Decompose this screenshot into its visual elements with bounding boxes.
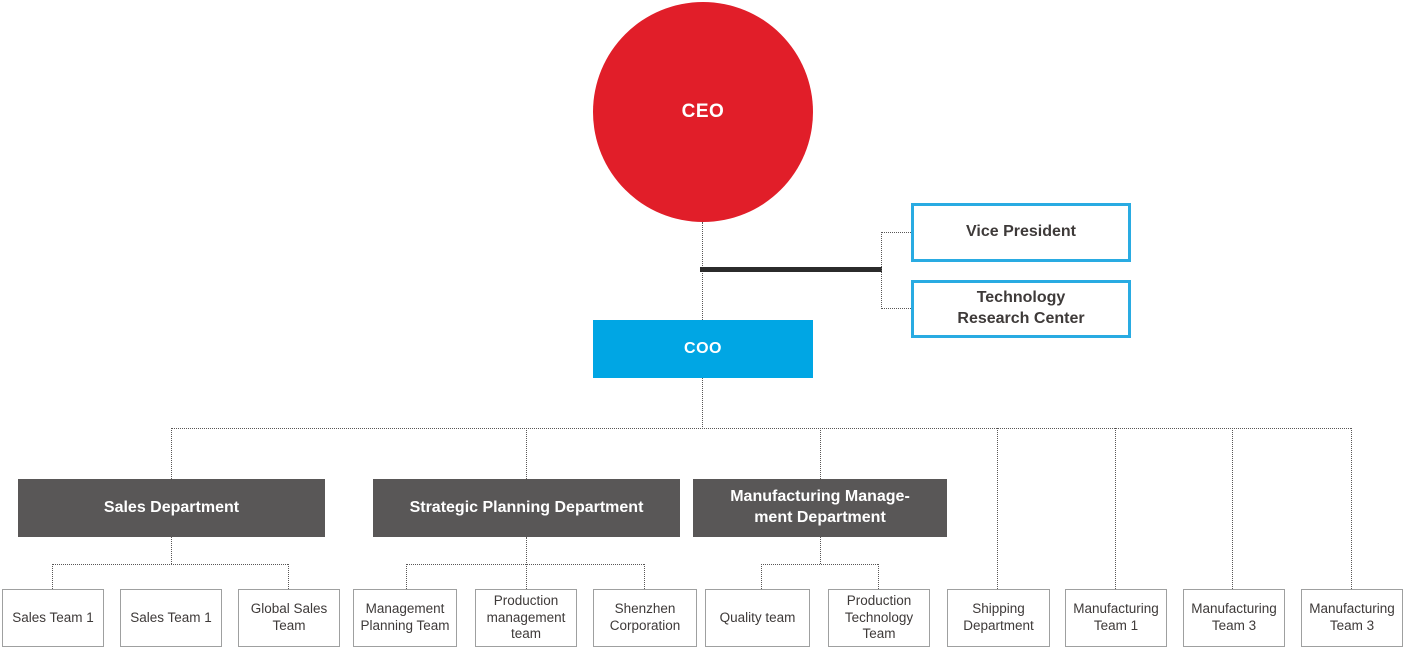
node-sales-team-1a[interactable]: Sales Team 1 — [2, 589, 104, 647]
node-sales-department-label: Sales Department — [103, 498, 240, 516]
connector-solid-branch — [700, 267, 882, 272]
node-sales-team-1b[interactable]: Sales Team 1 — [120, 589, 222, 647]
node-management-planning-team[interactable]: Management Planning Team — [353, 589, 457, 647]
node-coo[interactable]: COO — [593, 320, 813, 378]
node-vice-president-label: Vice President — [966, 223, 1076, 241]
node-sales-department[interactable]: Sales Department — [18, 479, 325, 537]
connector-drop-mfg-team-3b — [1351, 428, 1352, 589]
connector-drop-sales-dept — [171, 428, 172, 479]
team-label: Shenzhen Corporation — [609, 601, 681, 633]
connector-drop-strategic-dept — [526, 428, 527, 479]
node-manufacturing-team-1[interactable]: Manufacturing Team 1 — [1065, 589, 1167, 647]
node-ceo-label: CEO — [681, 101, 725, 122]
node-manufacturing-team-3b[interactable]: Manufacturing Team 3 — [1301, 589, 1403, 647]
connector-drop-mfg-team-3a — [1232, 428, 1233, 589]
connector-vp-bracket-bottom — [881, 308, 911, 309]
team-label: Sales Team 1 — [130, 609, 212, 625]
connector-sales-stem — [171, 537, 172, 564]
node-ceo[interactable]: CEO — [593, 2, 813, 222]
connector-mfg-stem — [820, 537, 821, 564]
team-label: Production management team — [486, 592, 566, 642]
connector-strategic-drop-left — [406, 564, 407, 589]
connector-main-rail — [171, 428, 1351, 429]
connector-strategic-drop-right — [644, 564, 645, 589]
connector-strategic-stem — [526, 537, 527, 589]
connector-mfg-bracket — [761, 564, 878, 565]
connector-vp-bracket-vertical — [881, 232, 882, 309]
team-label: Manufacturing Team 1 — [1073, 601, 1159, 633]
node-global-sales-team[interactable]: Global Sales Team — [238, 589, 340, 647]
node-strategic-planning-department[interactable]: Strategic Planning Department — [373, 479, 680, 537]
connector-coo-rail — [702, 378, 703, 429]
team-label: Global Sales Team — [250, 601, 328, 633]
node-shipping-department[interactable]: Shipping Department — [947, 589, 1050, 647]
node-manufacturing-team-3a[interactable]: Manufacturing Team 3 — [1183, 589, 1285, 647]
team-label: Sales Team 1 — [12, 609, 94, 625]
node-shenzhen-corporation[interactable]: Shenzhen Corporation — [593, 589, 697, 647]
connector-drop-mfg-team-1 — [1115, 428, 1116, 589]
node-technology-research-center-label: Technology Research Center — [957, 289, 1085, 327]
node-strategic-planning-department-label: Strategic Planning Department — [409, 498, 644, 516]
connector-drop-mfg-dept — [820, 428, 821, 479]
node-production-technology-team[interactable]: Production Technology Team — [828, 589, 930, 647]
connector-strategic-bracket — [406, 564, 644, 565]
node-manufacturing-management-department-label: Manufacturing Manage- ment Department — [730, 488, 910, 526]
node-manufacturing-management-department[interactable]: Manufacturing Manage- ment Department — [693, 479, 947, 537]
node-technology-research-center[interactable]: Technology Research Center — [911, 280, 1131, 338]
node-quality-team[interactable]: Quality team — [705, 589, 810, 647]
connector-vp-bracket-top — [881, 232, 911, 233]
connector-mfg-drop-right — [878, 564, 879, 589]
node-coo-label: COO — [684, 340, 722, 357]
node-vice-president[interactable]: Vice President — [911, 203, 1131, 262]
team-label: Quality team — [719, 609, 796, 625]
node-production-management-team[interactable]: Production management team — [475, 589, 577, 647]
connector-sales-drop-left — [52, 564, 53, 589]
team-label: Production Technology Team — [844, 592, 914, 642]
connector-sales-drop-right — [288, 564, 289, 589]
team-label: Management Planning Team — [360, 601, 450, 633]
team-label: Shipping Department — [963, 601, 1034, 633]
team-label: Manufacturing Team 3 — [1191, 601, 1277, 633]
connector-mfg-drop-left — [761, 564, 762, 589]
connector-sales-bracket — [52, 564, 288, 565]
connector-drop-shipping — [997, 428, 998, 589]
team-label: Manufacturing Team 3 — [1309, 601, 1395, 633]
